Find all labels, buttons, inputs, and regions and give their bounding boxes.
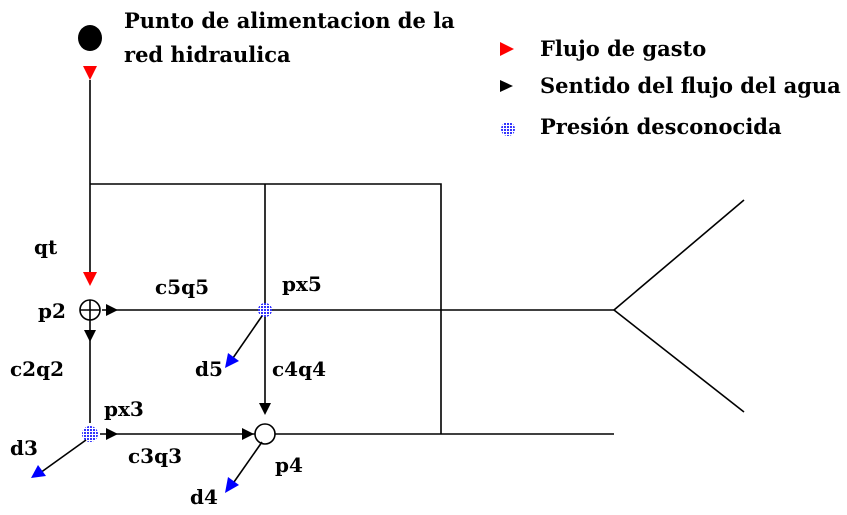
black-triangle-icon [242, 428, 254, 440]
black-triangle-icon [106, 304, 118, 316]
branch-upper [613, 199, 745, 311]
label-p2: p2 [38, 299, 66, 323]
branch-lower [613, 309, 745, 413]
node-px5-unknown-pressure [258, 303, 272, 317]
node-px3-unknown-pressure [82, 426, 98, 442]
black-triangle-icon [259, 403, 271, 415]
label-d4: d4 [190, 485, 218, 509]
black-triangle-icon [500, 80, 513, 92]
label-p4: p4 [275, 453, 303, 477]
title-line-1: Punto de alimentacion de la [124, 8, 455, 33]
demand-line-d5 [232, 315, 263, 359]
label-px3: px3 [104, 397, 144, 421]
node-p4 [254, 423, 276, 445]
title-line-2: red hidraulica [124, 42, 291, 67]
label-c4q4: c4q4 [272, 357, 326, 381]
legend-label-unknown-pressure: Presión desconocida [540, 114, 782, 139]
hatched-circle-icon [501, 122, 515, 136]
label-px5: px5 [282, 272, 322, 296]
legend-label-flow-rate: Flujo de gasto [540, 36, 706, 61]
legend-label-flow-direction: Sentido del flujo del agua [540, 73, 841, 98]
label-qt: qt [34, 235, 58, 259]
red-triangle-icon [500, 42, 514, 56]
legend: Flujo de gasto Sentido del flujo del agu… [500, 36, 841, 139]
blue-arrow-icon [225, 353, 239, 368]
blue-arrow-icon [31, 465, 46, 478]
label-d3: d3 [10, 436, 38, 460]
demand-line-d3 [39, 439, 87, 474]
top-loop-pipe [90, 183, 442, 434]
red-triangle-icon [83, 272, 97, 286]
label-c2q2: c2q2 [10, 357, 64, 381]
supply-point-icon [78, 25, 102, 51]
demand-line-d4 [233, 441, 263, 483]
label-c5q5: c5q5 [155, 275, 209, 299]
blue-arrow-icon [225, 477, 239, 493]
black-triangle-icon [106, 428, 118, 440]
label-d5: d5 [195, 357, 223, 381]
red-triangle-icon [83, 66, 97, 80]
black-triangle-icon [84, 330, 96, 342]
label-c3q3: c3q3 [128, 444, 182, 468]
pipe-network [89, 80, 745, 435]
